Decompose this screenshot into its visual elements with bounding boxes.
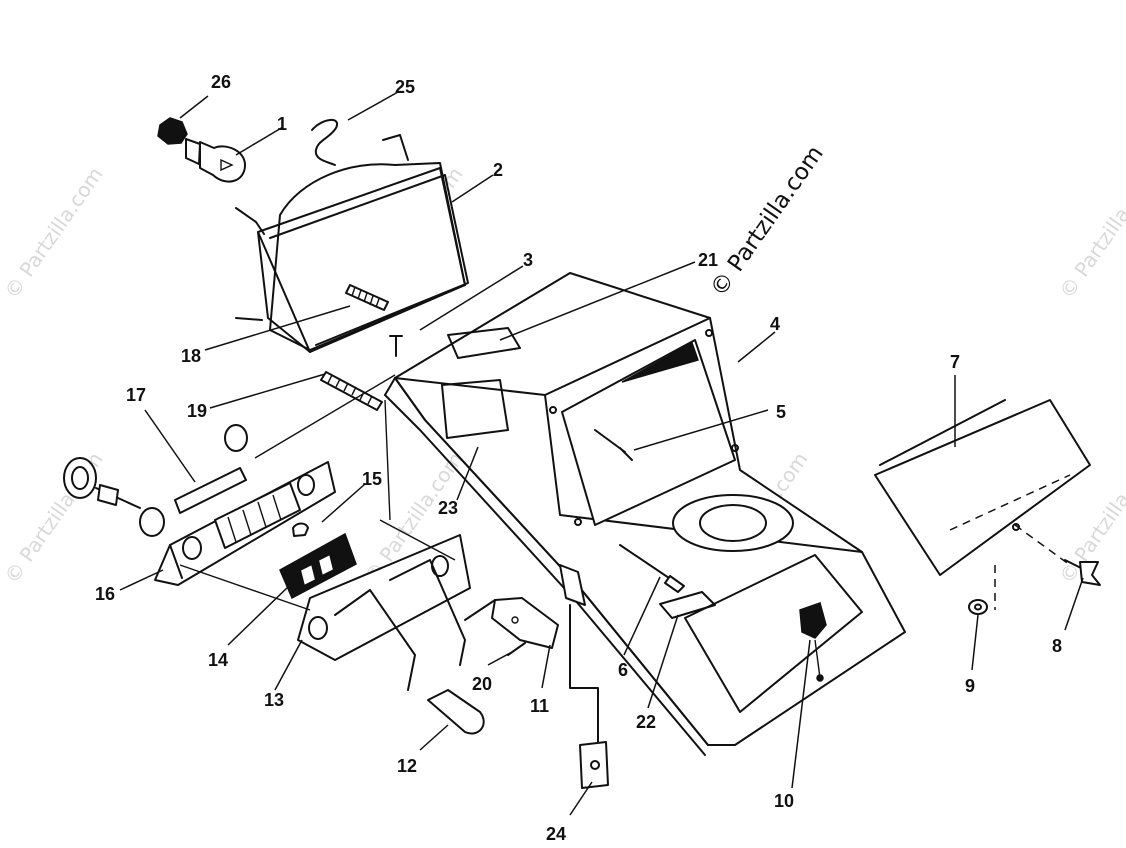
lower-bracket — [297, 534, 471, 691]
bracket — [559, 564, 609, 789]
callout-1: 1 — [277, 114, 287, 134]
assembly-line-c — [379, 519, 456, 561]
callout-12: 12 — [397, 756, 417, 776]
watermark-faded-1: © Partzilla.com — [0, 163, 108, 303]
callout-13: 13 — [264, 690, 284, 710]
callout-9: 9 — [965, 676, 975, 696]
bulb-socket — [157, 117, 201, 165]
wing-screw — [1064, 559, 1101, 586]
callout-labels: 1 2 3 4 5 6 7 8 9 10 11 12 13 14 15 16 1… — [95, 72, 1062, 844]
callout-23: 23 — [438, 498, 458, 518]
callout-26: 26 — [211, 72, 231, 92]
toggle-switch — [279, 532, 357, 600]
pilot-lamp — [292, 522, 309, 537]
lamp-bulb — [427, 689, 485, 735]
gauge-screw — [594, 429, 633, 461]
spring-upper — [345, 284, 389, 311]
callout-7: 7 — [950, 352, 960, 372]
callout-19: 19 — [187, 401, 207, 421]
mounting-screw — [389, 335, 403, 357]
callout-18: 18 — [181, 346, 201, 366]
callout-8: 8 — [1052, 636, 1062, 656]
callout-4: 4 — [770, 314, 780, 334]
callout-22: 22 — [636, 712, 656, 732]
key-switch — [63, 457, 141, 509]
callout-20: 20 — [472, 674, 492, 694]
headlight-housing — [235, 134, 469, 353]
assembly-line-a — [179, 564, 311, 611]
callout-21: 21 — [698, 250, 718, 270]
watermark-main: © Partzilla.com — [706, 141, 829, 301]
callout-10: 10 — [774, 791, 794, 811]
callout-11: 11 — [530, 696, 549, 716]
backing-plate — [174, 467, 247, 514]
cover-panel — [874, 399, 1091, 610]
leader-lines — [119, 91, 1084, 816]
callout-24: 24 — [546, 824, 566, 844]
callout-16: 16 — [95, 584, 115, 604]
assembly-line-d — [384, 399, 391, 521]
dimmer-switch — [464, 597, 559, 649]
callout-25: 25 — [395, 77, 415, 97]
assembly-line-b — [254, 374, 396, 459]
switch-panel — [154, 461, 336, 586]
hood-console — [384, 272, 906, 756]
callout-14: 14 — [208, 650, 228, 670]
grommet — [968, 599, 988, 615]
headlight-wire — [311, 119, 339, 166]
switch-nut — [224, 424, 248, 452]
long-bolt — [619, 544, 685, 593]
hood-latch — [799, 602, 827, 682]
callout-5: 5 — [776, 402, 786, 422]
callout-2: 2 — [493, 160, 503, 180]
headlight-bulb — [199, 141, 246, 183]
callout-17: 17 — [126, 385, 146, 405]
callout-6: 6 — [618, 660, 628, 680]
callout-15: 15 — [362, 469, 382, 489]
ignition-nut — [139, 507, 165, 537]
spring-lower — [320, 371, 383, 411]
watermark-faded-3: © Partzilla.com — [1054, 163, 1126, 303]
callout-3: 3 — [523, 250, 533, 270]
